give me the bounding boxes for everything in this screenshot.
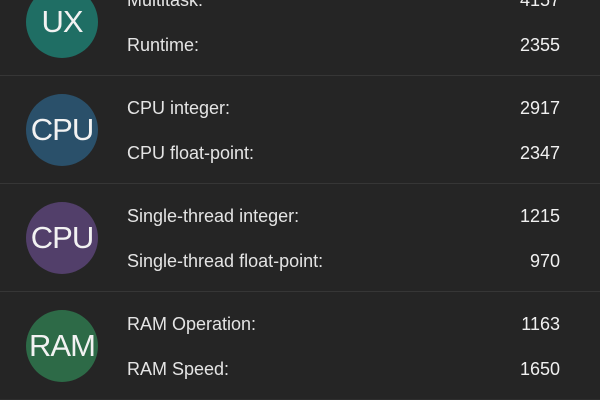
ram-badge-icon: RAM (26, 310, 98, 382)
score-row-runtime: Runtime: 2355 (127, 33, 560, 57)
score-label: RAM Operation: (127, 313, 257, 334)
score-label: Multitask: (127, 0, 203, 11)
score-label: Single-thread integer: (127, 205, 300, 226)
ux-badge-icon: UX (26, 0, 98, 58)
score-row-cpu-integer: CPU integer: 2917 (127, 96, 560, 120)
score-label: CPU float-point: (127, 142, 255, 163)
score-row-ram-speed: RAM Speed: 1650 (127, 357, 560, 381)
score-label: Single-thread float-point: (127, 250, 324, 271)
score-label: RAM Speed: (127, 358, 230, 379)
score-value: 2347 (519, 142, 560, 163)
score-row-single-thread-integer: Single-thread integer: 1215 (127, 204, 560, 228)
score-value: 2355 (519, 34, 560, 55)
ram-section: RAM RAM Operation: 1163 RAM Speed: 1650 (0, 292, 600, 400)
score-value: 970 (529, 250, 560, 271)
score-row-ram-operation: RAM Operation: 1163 (127, 312, 560, 336)
single-thread-cpu-section: CPU Single-thread integer: 1215 Single-t… (0, 184, 600, 292)
score-row-cpu-float-point: CPU float-point: 2347 (127, 141, 560, 165)
score-row-single-thread-float-point: Single-thread float-point: 970 (127, 249, 560, 273)
score-row-multitask: Multitask: 4157 (127, 0, 560, 12)
cpu-section: CPU CPU integer: 2917 CPU float-point: 2… (0, 76, 600, 184)
score-value: 2917 (519, 97, 560, 118)
score-value: 1215 (519, 205, 560, 226)
cpu-badge-icon: CPU (26, 94, 98, 166)
score-label: CPU integer: (127, 97, 231, 118)
score-label: Runtime: (127, 34, 200, 55)
cpu-badge-icon: CPU (26, 202, 98, 274)
ux-section: UX Multitask: 4157 Runtime: 2355 (0, 0, 600, 76)
score-value: 4157 (520, 0, 560, 11)
score-value: 1163 (521, 313, 560, 334)
score-value: 1650 (519, 358, 560, 379)
